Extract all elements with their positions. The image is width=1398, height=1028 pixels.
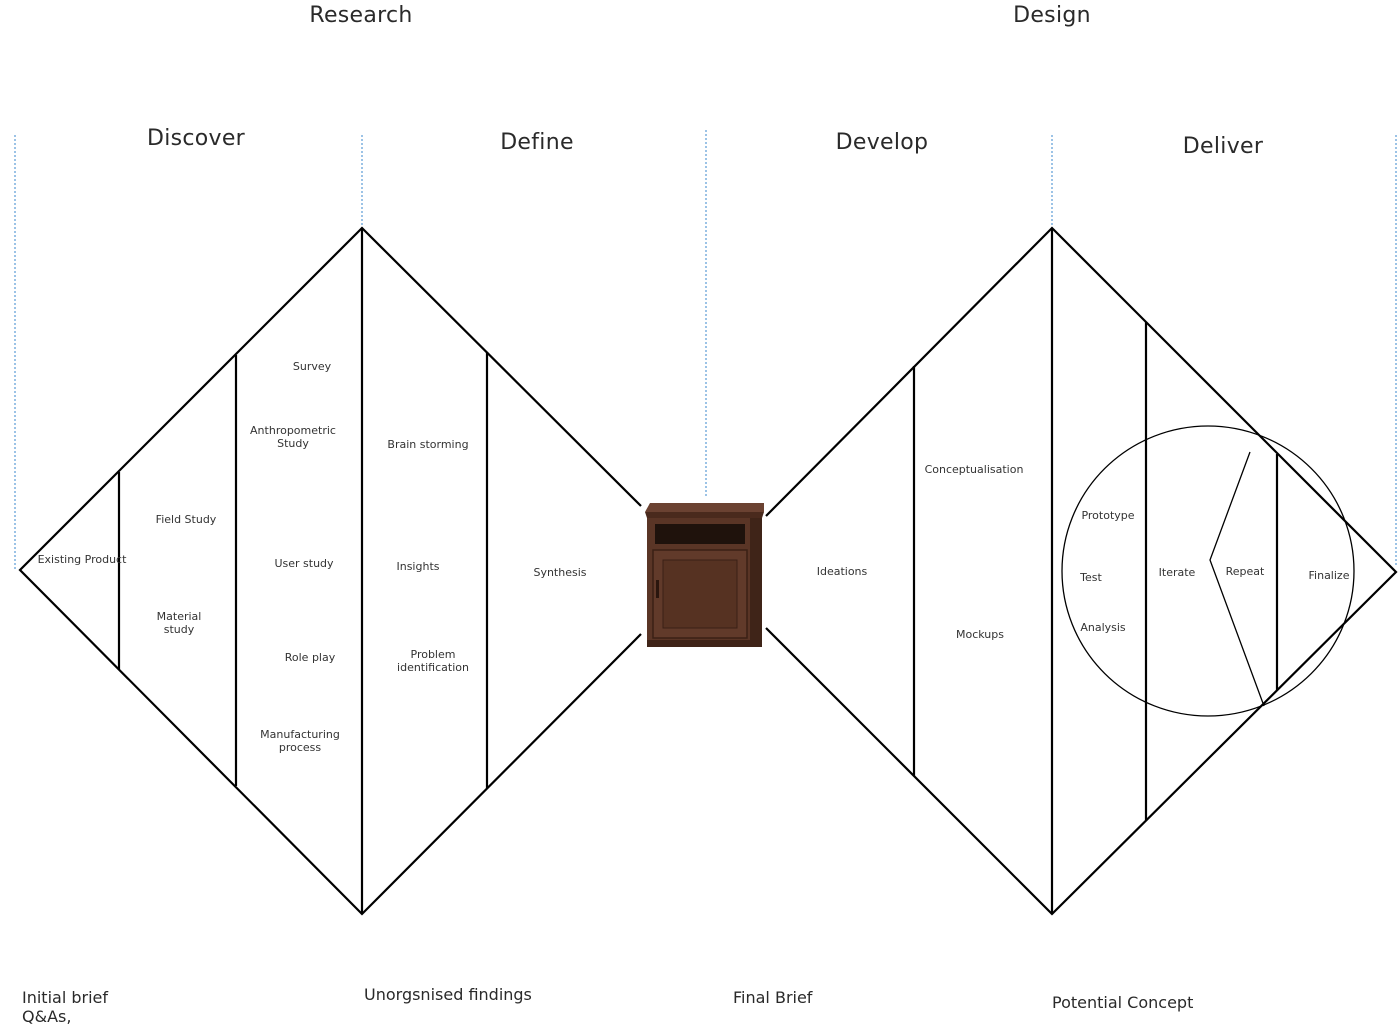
repeat-arrow-shape [1209,451,1265,707]
stage-discover-label: Discover [146,126,246,151]
iteration-loop [1061,425,1355,717]
step-test: Test [1080,571,1102,584]
cabinet-handle [656,580,659,598]
step-conceptualisation: Conceptualisation [924,463,1024,476]
step-material-study: Material study [156,610,202,637]
step-anthropometric-study: Anthropometric Study [250,424,336,451]
step-iterate: Iterate [1158,566,1196,579]
output-initial-brief: Initial brief Q&As, [22,988,109,1027]
phase-research-label: Research [309,3,413,28]
step-role-play: Role play [284,651,336,664]
stage-define-label: Define [500,130,574,155]
step-user-study: User study [274,557,334,570]
research-diamond [18,226,642,916]
cabinet-door-panel [662,559,738,629]
nightstand-icon [645,503,764,647]
step-field-study: Field Study [155,513,217,526]
step-insights: Insights [396,560,440,573]
step-problem-identification: Problem identification [397,648,469,675]
step-survey: Survey [292,360,332,373]
output-potential-concept: Potential Concept [1052,993,1194,1012]
output-final-brief: Final Brief [733,988,813,1007]
step-manufacturing-process: Manufacturing process [260,728,340,755]
cabinet-shelf-opening [655,524,745,544]
iteration-circle [1061,425,1355,717]
design-diamond [765,226,1398,916]
cabinet-top [645,503,764,512]
step-mockups: Mockups [956,628,1004,641]
cabinet-base [647,640,762,647]
step-brain-storming: Brain storming [387,438,469,451]
cabinet-right-side [750,518,762,644]
step-ideations: Ideations [816,565,868,578]
step-synthesis: Synthesis [533,566,587,579]
phase-design-label: Design [1013,3,1091,28]
stage-deliver-label: Deliver [1182,134,1264,159]
diamond-outline-top [18,226,642,916]
output-unorganised-findings: Unorgsnised findings [364,985,532,1004]
step-finalize: Finalize [1308,569,1350,582]
step-prototype: Prototype [1081,509,1135,522]
step-repeat: Repeat [1225,565,1265,578]
step-existing-product: Existing Product [37,553,127,566]
step-analysis: Analysis [1080,621,1126,634]
stage-develop-label: Develop [835,130,929,155]
diamond-outline [765,226,1398,916]
stage-divider-lines [14,130,1397,570]
cabinet-top-edge [645,512,764,518]
